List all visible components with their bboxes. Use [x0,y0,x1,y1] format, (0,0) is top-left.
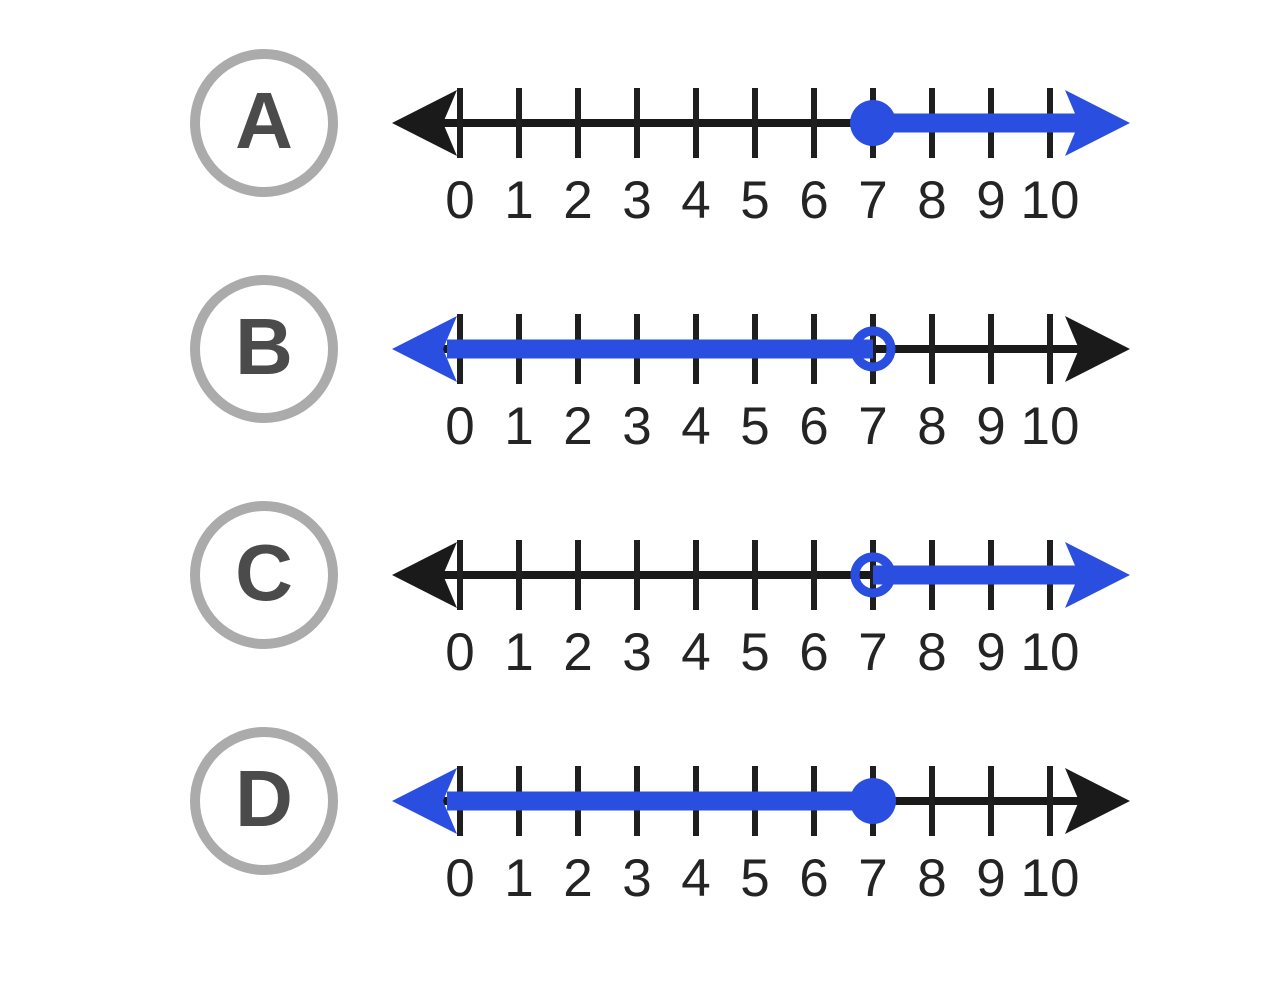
tick-label-1: 1 [504,171,533,230]
left-arrowhead-icon [392,90,457,156]
tick-label-7: 7 [858,397,887,456]
right-arrowhead-icon [1065,768,1130,834]
tick-label-0: 0 [445,171,474,230]
tick-label-2: 2 [563,171,592,230]
tick-label-8: 8 [917,397,946,456]
tick-label-5: 5 [740,849,769,908]
tick-label-7: 7 [858,171,887,230]
tick-label-9: 9 [976,849,1005,908]
option-label: B [235,302,293,391]
option-label-badge-A[interactable]: A [190,49,338,197]
option-label: D [235,754,293,843]
tick-label-10: 10 [1021,623,1080,682]
tick-label-1: 1 [504,623,533,682]
tick-label-1: 1 [504,397,533,456]
left-arrowhead-icon [392,316,457,382]
tick-label-7: 7 [858,623,887,682]
tick-label-2: 2 [563,849,592,908]
right-arrowhead-icon [1065,90,1130,156]
option-label: C [235,528,293,617]
tick-label-4: 4 [681,171,710,230]
tick-label-0: 0 [445,623,474,682]
tick-label-5: 5 [740,171,769,230]
tick-label-2: 2 [563,623,592,682]
tick-label-6: 6 [799,171,828,230]
tick-label-5: 5 [740,623,769,682]
tick-label-8: 8 [917,623,946,682]
tick-label-9: 9 [976,397,1005,456]
tick-label-6: 6 [799,397,828,456]
left-arrowhead-icon [392,768,457,834]
tick-label-0: 0 [445,849,474,908]
tick-label-1: 1 [504,849,533,908]
tick-label-8: 8 [917,171,946,230]
tick-label-3: 3 [622,623,651,682]
endpoint-open-circle [850,552,896,598]
endpoint-closed-circle [850,778,896,824]
tick-label-0: 0 [445,397,474,456]
tick-label-3: 3 [622,849,651,908]
left-arrowhead-icon [392,542,457,608]
tick-label-6: 6 [799,623,828,682]
tick-label-10: 10 [1021,397,1080,456]
tick-label-4: 4 [681,397,710,456]
tick-label-7: 7 [858,849,887,908]
option-label-badge-C[interactable]: C [190,501,338,649]
tick-label-10: 10 [1021,171,1080,230]
endpoint-closed-circle [850,100,896,146]
option-label-badge-D[interactable]: D [190,727,338,875]
tick-label-9: 9 [976,171,1005,230]
tick-label-4: 4 [681,849,710,908]
right-arrowhead-icon [1065,542,1130,608]
tick-label-6: 6 [799,849,828,908]
option-label-badge-B[interactable]: B [190,275,338,423]
endpoint-open-circle [850,326,896,372]
tick-label-9: 9 [976,623,1005,682]
option-label: A [235,76,293,165]
tick-label-3: 3 [622,171,651,230]
tick-label-10: 10 [1021,849,1080,908]
tick-label-5: 5 [740,397,769,456]
tick-label-2: 2 [563,397,592,456]
tick-label-3: 3 [622,397,651,456]
right-arrowhead-icon [1065,316,1130,382]
tick-label-8: 8 [917,849,946,908]
tick-label-4: 4 [681,623,710,682]
